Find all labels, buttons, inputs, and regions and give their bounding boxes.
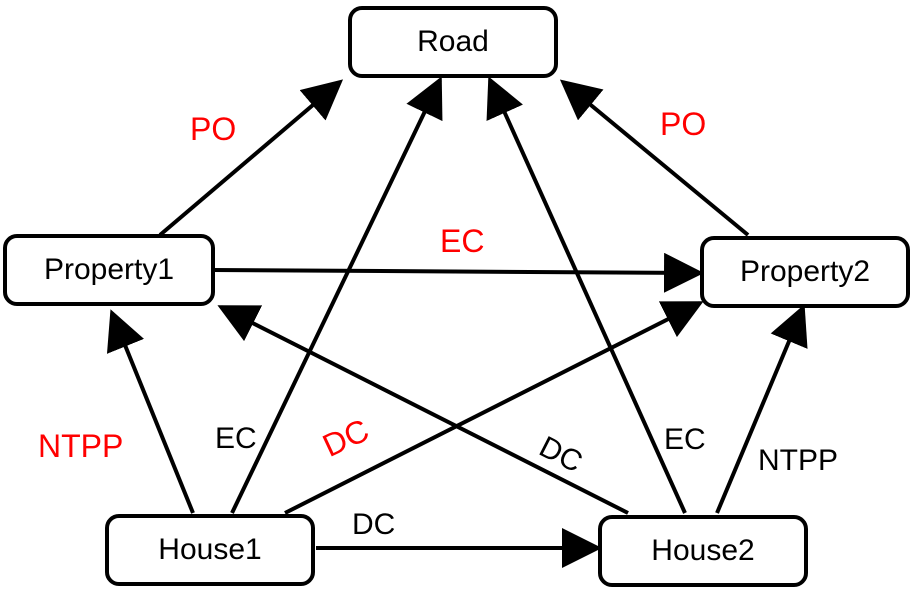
label-house1-house2: DC [352, 508, 396, 541]
label-property1-property2: EC [440, 223, 485, 259]
edge-house1-road [230, 76, 443, 514]
node-road-label: Road [417, 25, 489, 58]
node-road: Road [348, 6, 558, 78]
edge-house1-property1 [106, 309, 195, 514]
node-house2: House2 [598, 515, 808, 587]
edge-house1-property2 [284, 301, 704, 515]
edge-house2-road [486, 76, 687, 514]
label-house2-property2: NTPP [758, 444, 839, 477]
label-property1-road: PO [190, 111, 237, 147]
node-house1: House1 [105, 514, 315, 586]
label-house2-road: EC [664, 423, 706, 456]
node-property2: Property2 [700, 236, 910, 308]
node-house1-label: House1 [158, 533, 262, 566]
node-property1-label: Property1 [43, 253, 175, 286]
label-house1-road: EC [215, 422, 257, 455]
edge-house2-property2 [715, 304, 808, 514]
label-house1-property1: NTPP [38, 428, 124, 464]
edge-property2-road [559, 79, 750, 237]
edge-property1-property2 [211, 252, 704, 293]
label-property2-road: PO [660, 106, 707, 142]
node-property1: Property1 [3, 234, 215, 306]
edge-property1-road [158, 79, 344, 237]
node-property2-label: Property2 [739, 255, 871, 288]
edge-house2-property1 [217, 305, 629, 515]
node-house2-label: House2 [651, 534, 755, 567]
